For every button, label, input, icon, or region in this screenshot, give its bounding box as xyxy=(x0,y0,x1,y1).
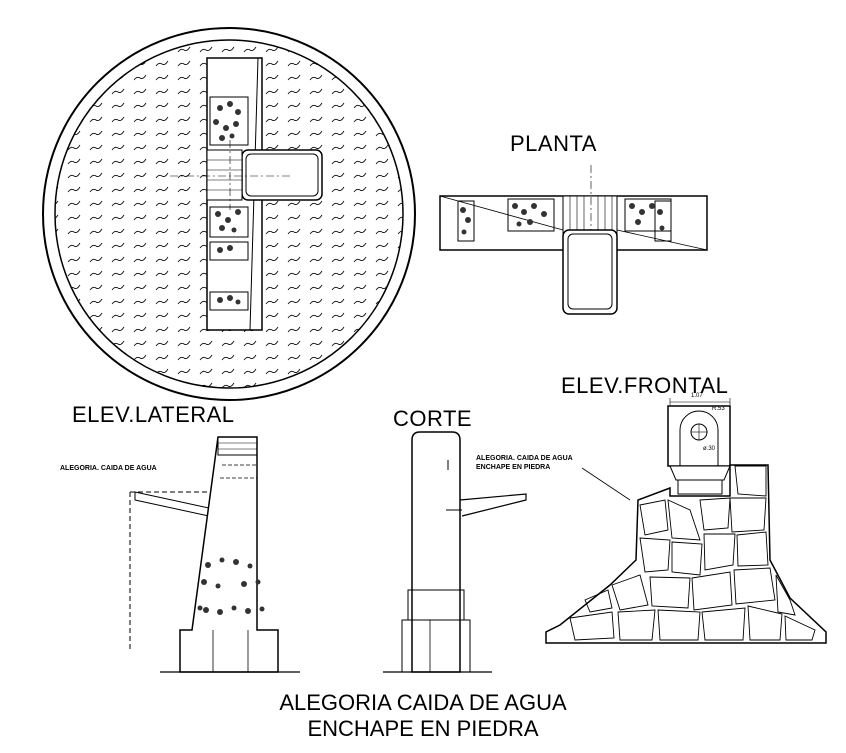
plan-title: PLANTA xyxy=(510,131,597,156)
caption-line1: ALEGORIA CAIDA DE AGUA xyxy=(279,690,567,715)
lateral-note: ALEGORIA. CAIDA DE AGUA xyxy=(60,465,157,472)
section-note-line2: ENCHAPE EN PIEDRA xyxy=(476,464,551,471)
width-dimension: 1.07 xyxy=(691,393,703,399)
lateral-elevation xyxy=(129,436,300,673)
section-title: CORTE xyxy=(393,406,473,431)
lateral-title: ELEV.LATERAL xyxy=(72,402,235,427)
frontal-elevation xyxy=(545,398,827,644)
radius-dimension: R.53 xyxy=(712,406,725,412)
plan-circle-view xyxy=(42,27,416,401)
diameter-dimension: ø.30 xyxy=(703,446,716,452)
frontal-title: ELEV.FRONTAL xyxy=(561,373,729,398)
plan-strip-view xyxy=(439,165,708,315)
caption-line2: ENCHAPE EN PIEDRA xyxy=(307,716,539,741)
section-note-line1: ALEGORIA. CAIDA DE AGUA xyxy=(476,455,573,462)
section-view xyxy=(383,431,527,673)
